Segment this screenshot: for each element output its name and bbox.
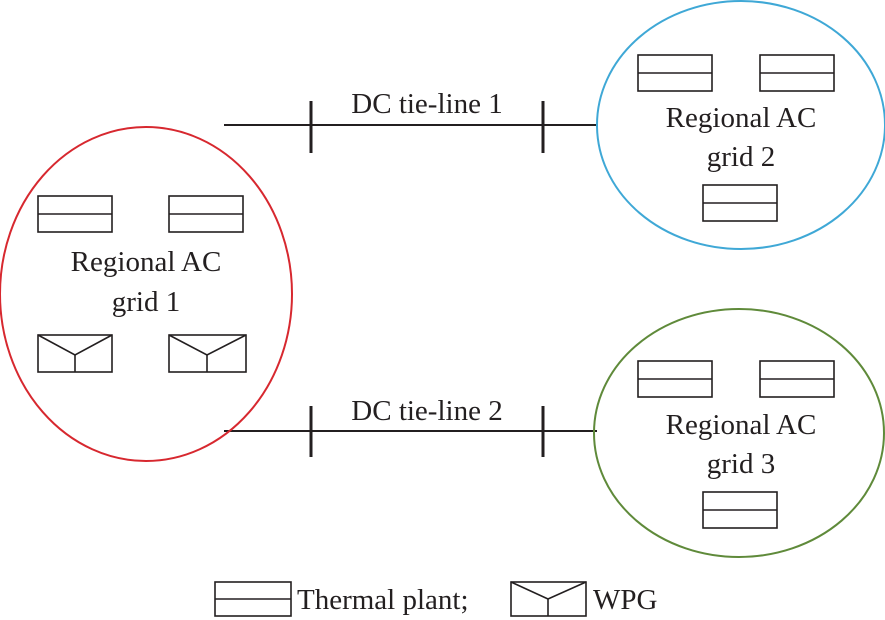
regional-ac-grid-2: Regional AC grid 2 — [596, 0, 885, 250]
thermal-plant-icon — [759, 360, 835, 398]
dc-tie-line-1: DC tie-line 1 — [224, 88, 597, 153]
wpg-icon — [168, 334, 247, 373]
tie-line-1-label: DC tie-line 1 — [351, 88, 502, 120]
grid-2-label-line2: grid 2 — [707, 141, 775, 173]
regional-ac-grid-1: Regional AC grid 1 — [0, 126, 293, 462]
legend-thermal-plant-icon — [214, 581, 292, 617]
grid-3-label-line2: grid 3 — [707, 448, 775, 480]
legend-thermal-label: Thermal plant; — [297, 584, 469, 616]
thermal-plant-icon — [637, 360, 713, 398]
grid-1-label-line1: Regional AC — [71, 246, 222, 278]
legend: Thermal plant; WPG — [214, 581, 658, 617]
grid-1-label-line2: grid 1 — [112, 286, 180, 318]
grid-3-label-line1: Regional AC — [666, 409, 817, 441]
legend-wpg-label: WPG — [593, 584, 658, 616]
thermal-plant-icon — [759, 54, 835, 92]
legend-wpg-icon — [510, 581, 587, 617]
dc-tie-line-2: DC tie-line 2 — [224, 395, 597, 457]
wpg-icon — [37, 334, 113, 373]
grid-3-boundary — [593, 308, 885, 558]
thermal-plant-icon — [168, 195, 244, 233]
regional-ac-grid-3: Regional AC grid 3 — [593, 308, 885, 558]
thermal-plant-icon — [37, 195, 113, 233]
thermal-plant-icon — [702, 491, 778, 529]
grid-2-label-line1: Regional AC — [666, 102, 817, 134]
grid-2-boundary — [596, 0, 885, 250]
tie-line-2-label: DC tie-line 2 — [351, 395, 502, 427]
thermal-plant-icon — [637, 54, 713, 92]
thermal-plant-icon — [702, 184, 778, 222]
grid-1-boundary — [0, 126, 293, 462]
